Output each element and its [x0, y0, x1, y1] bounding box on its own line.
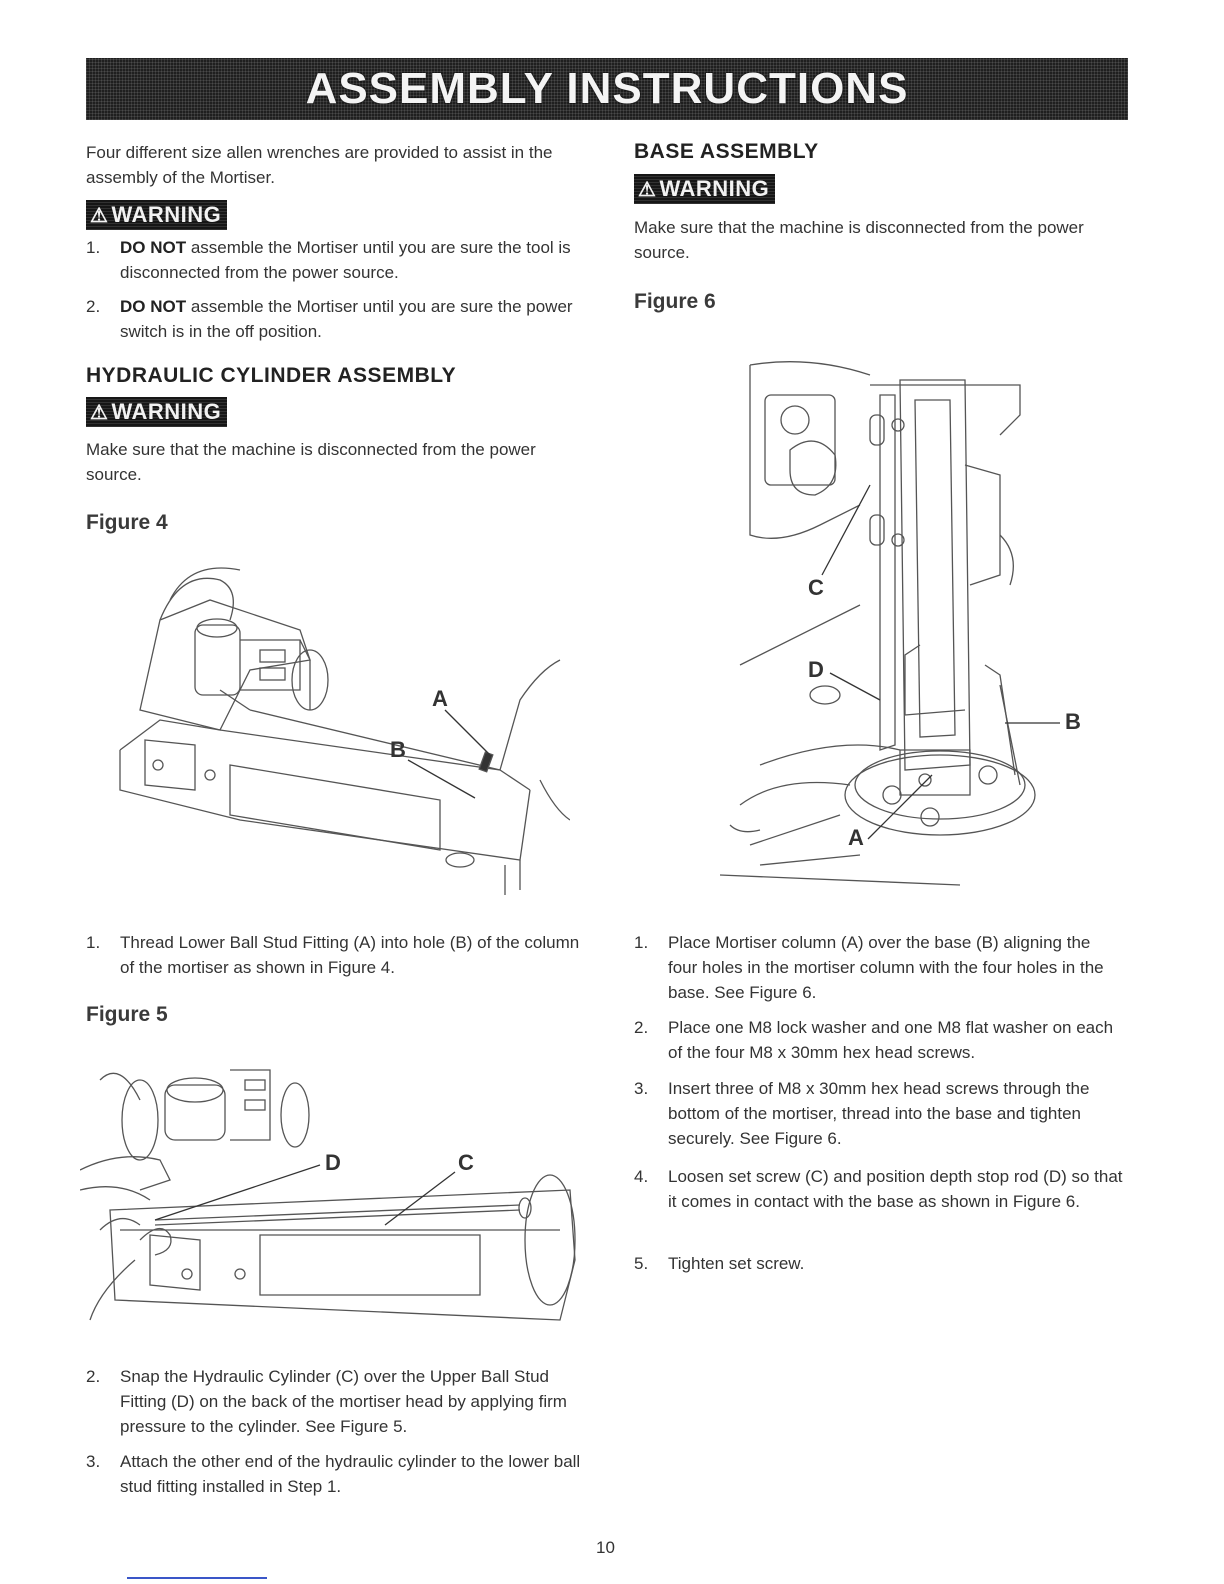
callout-c: C	[808, 575, 824, 600]
list-item: 3. Attach the other end of the hydraulic…	[86, 1449, 586, 1499]
list-number: 4.	[634, 1167, 649, 1186]
emphasis-text: DO NOT	[120, 238, 187, 257]
list-number: 2.	[634, 1018, 649, 1037]
section-heading-hydraulic: HYDRAULIC CYLINDER ASSEMBLY	[86, 364, 457, 387]
list-number: 1.	[86, 933, 101, 952]
list-item: 1. DO NOT assemble the Mortiser until yo…	[86, 235, 586, 285]
banner-title: ASSEMBLY INSTRUCTIONS	[305, 64, 909, 113]
list-number: 1.	[634, 933, 649, 952]
warning-triangle-icon: ⚠	[638, 178, 657, 201]
figure-5-label: Figure 5	[86, 1003, 168, 1026]
list-item: 2. Place one M8 lock washer and one M8 f…	[634, 1015, 1124, 1065]
callout-b: B	[390, 737, 406, 762]
list-item: 2. DO NOT assemble the Mortiser until yo…	[86, 294, 586, 344]
list-number: 3.	[634, 1079, 649, 1098]
callout-c: C	[458, 1150, 474, 1175]
warning-label: WARNING	[659, 176, 770, 201]
list-text: Loosen set screw (C) and position depth …	[668, 1167, 1123, 1211]
list-number: 2.	[86, 297, 101, 316]
intro-text: Four different size allen wrenches are p…	[86, 143, 553, 187]
list-text: Insert three of M8 x 30mm hex head screw…	[668, 1079, 1090, 1148]
figure-4-label: Figure 4	[86, 511, 168, 534]
hydraulic-warning-text: Make sure that the machine is disconnect…	[86, 440, 536, 484]
list-text: assemble the Mortiser until you are sure…	[120, 238, 571, 282]
list-text: Thread Lower Ball Stud Fitting (A) into …	[120, 933, 580, 977]
section-heading-base: BASE ASSEMBLY	[634, 140, 819, 163]
list-number: 1.	[86, 238, 101, 257]
list-number: 5.	[634, 1254, 649, 1273]
warning-label: WARNING	[111, 202, 222, 227]
callout-a: A	[848, 825, 864, 850]
callout-d: D	[325, 1150, 341, 1175]
base-warning-text: Make sure that the machine is disconnect…	[634, 218, 1084, 262]
emphasis-text: DO NOT	[120, 297, 187, 316]
list-text: Place Mortiser column (A) over the base …	[668, 933, 1104, 1002]
warning-badge-base: ⚠ WARNING	[634, 174, 776, 204]
figure-5-illustration: D C	[80, 1069, 576, 1321]
list-item: 5. Tighten set screw.	[634, 1251, 1124, 1276]
figure-4-illustration: A B	[119, 567, 570, 895]
list-text: Attach the other end of the hydraulic cy…	[120, 1452, 581, 1496]
warning-triangle-icon: ⚠	[90, 401, 109, 424]
callout-b: B	[1065, 709, 1081, 734]
list-text: Place one M8 lock washer and one M8 flat…	[668, 1018, 1114, 1062]
callout-d: D	[808, 657, 824, 682]
figure-6-label: Figure 6	[634, 290, 716, 313]
list-item: 1. Thread Lower Ball Stud Fitting (A) in…	[86, 930, 586, 980]
page-banner: ASSEMBLY INSTRUCTIONS	[86, 58, 1128, 120]
page-number: 10	[596, 1538, 615, 1557]
warning-triangle-icon: ⚠	[90, 204, 109, 227]
list-text: Snap the Hydraulic Cylinder (C) over the…	[120, 1367, 567, 1436]
footer-divider	[127, 1577, 267, 1579]
warning-label: WARNING	[111, 399, 222, 424]
list-item: 1. Place Mortiser column (A) over the ba…	[634, 930, 1124, 1005]
list-number: 3.	[86, 1452, 101, 1471]
warning-badge-general: ⚠ WARNING	[86, 200, 228, 230]
list-text: assemble the Mortiser until you are sure…	[120, 297, 573, 341]
callout-a: A	[432, 686, 448, 711]
list-number: 2.	[86, 1367, 101, 1386]
list-item: 2. Snap the Hydraulic Cylinder (C) over …	[86, 1364, 586, 1439]
list-item: 3. Insert three of M8 x 30mm hex head sc…	[634, 1076, 1124, 1151]
warning-badge-hydraulic: ⚠ WARNING	[86, 397, 228, 427]
list-text: Tighten set screw.	[668, 1254, 805, 1273]
figure-6-illustration: C D B A	[720, 361, 1081, 886]
list-item: 4. Loosen set screw (C) and position dep…	[634, 1164, 1124, 1214]
